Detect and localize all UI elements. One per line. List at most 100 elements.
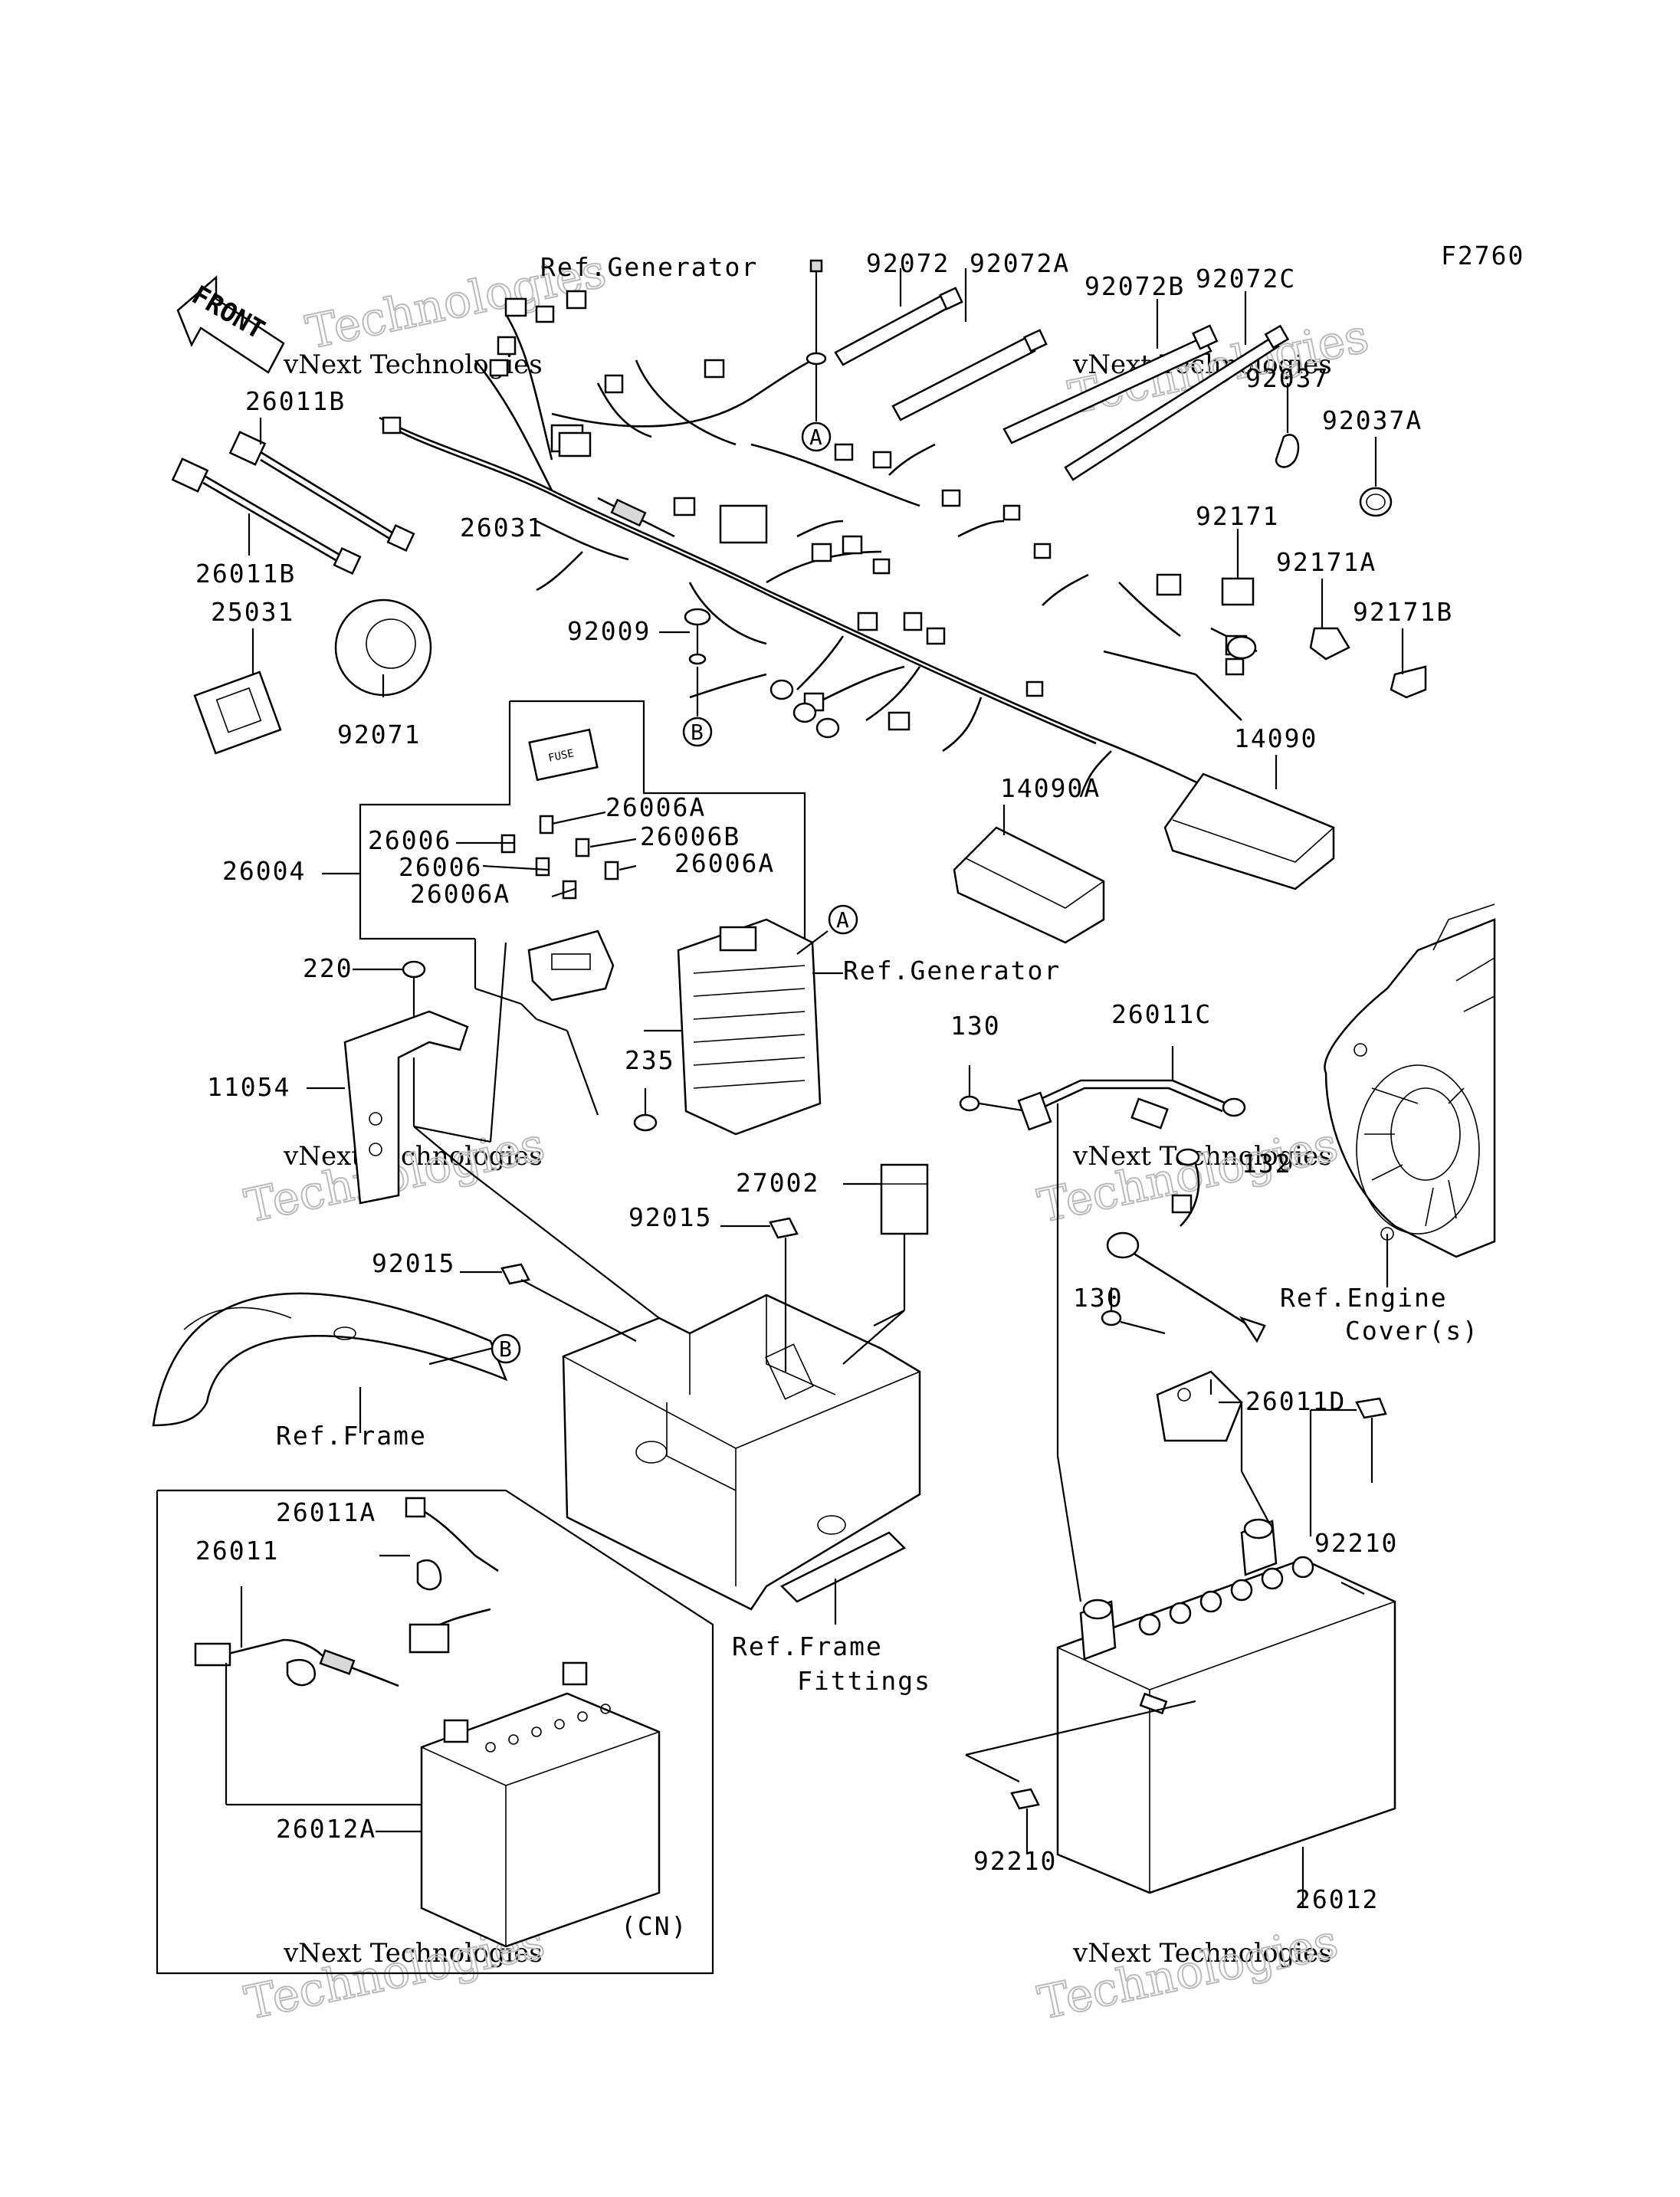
- connector-icon: [872, 558, 891, 575]
- label-92015-left: 92015: [372, 1248, 455, 1278]
- regulator-connector-icon: [719, 926, 757, 952]
- bolt-130-icon: [959, 1095, 980, 1112]
- fuse-cover-text: FUSE: [547, 747, 575, 765]
- connector-icon: [941, 489, 961, 507]
- connector-icon: [382, 416, 402, 434]
- battery-terminal-icon: [562, 1661, 588, 1686]
- watermark-text: Technologies: [1034, 1915, 1343, 2031]
- label-26012A: 26012A: [276, 1814, 376, 1844]
- battery-cell-cap-icon: [1169, 1602, 1192, 1625]
- battery-cell-cap-icon: [1199, 1590, 1222, 1613]
- callout-letter: A: [836, 907, 849, 933]
- washer-icon: [688, 653, 707, 665]
- frame-tube-icon: [152, 1292, 508, 1427]
- cable-tie-92072C-icon: [1064, 336, 1280, 481]
- nut-92210-icon: [1355, 1397, 1387, 1419]
- label-130-mid: 130: [1073, 1283, 1124, 1313]
- label-92072C: 92072C: [1196, 264, 1296, 293]
- label-ref-generator-mid: Ref.Generator: [843, 956, 1061, 985]
- terminal-icon: [333, 546, 362, 575]
- bolt-235-icon: [633, 1113, 658, 1132]
- fuse-holder-icon: [527, 930, 615, 1002]
- label-26011C: 26011C: [1111, 999, 1212, 1029]
- callout-b-mid: [491, 1333, 521, 1364]
- label-26006A-3: 26006A: [410, 879, 510, 909]
- label-26011: 26011: [195, 1536, 279, 1566]
- terminal-icon: [386, 523, 415, 553]
- label-132: 132: [1242, 1149, 1292, 1179]
- connector-icon: [1025, 680, 1044, 697]
- label-26006B: 26006B: [640, 821, 740, 851]
- connector-icon: [888, 711, 911, 731]
- nut-92210-icon: [1010, 1788, 1040, 1810]
- part-labels: Ref.Generator 92072 92072A 92072B 92072C…: [195, 248, 1479, 1941]
- label-92210-right: 92210: [1314, 1528, 1398, 1558]
- terminal-icon: [1017, 1091, 1052, 1131]
- label-ref-engine-cover-2: Cover(s): [1345, 1316, 1479, 1346]
- cn-inset: [156, 1489, 714, 1975]
- terminal-icon: [405, 1497, 426, 1518]
- clamp-92171B-icon: [1390, 665, 1427, 699]
- cover-14090-icon: [1163, 772, 1335, 890]
- label-26006A-1: 26006A: [605, 792, 706, 822]
- leads-26011B: [171, 418, 415, 575]
- fuse-icon: [539, 815, 554, 835]
- connector-icon: [673, 497, 696, 516]
- battery-26012A-icon: [420, 1692, 661, 1948]
- label-26011B-bottom: 26011B: [195, 559, 296, 589]
- label-27002: 27002: [736, 1168, 819, 1198]
- battery-case: [460, 1163, 929, 1625]
- frame-fitting-icon: [779, 1531, 907, 1603]
- connector-icon: [497, 336, 517, 356]
- connector-icon: [704, 359, 725, 379]
- label-ref-frame: Ref.Frame: [276, 1421, 427, 1451]
- battery-cell-cap-icon: [1261, 1567, 1284, 1590]
- right-assembly: [959, 903, 1496, 1908]
- label-14090A: 14090A: [1000, 773, 1101, 803]
- label-ref-frame-fittings-1: Ref.Frame: [732, 1631, 883, 1661]
- fuse-connector-icon: [558, 431, 592, 457]
- label-92009: 92009: [567, 616, 651, 646]
- callout-letter: A: [809, 425, 822, 450]
- fuse-icon: [562, 880, 577, 900]
- terminal-cover-26011D-icon: [1156, 1370, 1243, 1442]
- label-130-top: 130: [950, 1011, 1001, 1041]
- label-92037A: 92037A: [1322, 405, 1422, 435]
- fuse-cover-icon: [528, 728, 599, 782]
- label-92072B: 92072B: [1084, 271, 1185, 301]
- connector-icon: [1002, 504, 1021, 521]
- label-220: 220: [303, 953, 353, 983]
- callout-a-mid: [828, 904, 858, 935]
- terminal-icon: [286, 1658, 317, 1687]
- label-26004: 26004: [222, 856, 306, 886]
- cable-ties: A: [801, 259, 1427, 699]
- connector-icon: [1033, 543, 1052, 559]
- washer-icon: [806, 352, 827, 366]
- label-92171A: 92171A: [1276, 547, 1376, 577]
- label-92171B: 92171B: [1353, 597, 1453, 627]
- connector-icon: [535, 305, 555, 323]
- covers-14090: [953, 755, 1335, 944]
- misc-parts-upper-left: B: [193, 598, 713, 755]
- main-harness-26031: [379, 290, 1258, 798]
- connector-icon: [903, 612, 923, 631]
- figure-code: F2760: [1441, 241, 1524, 271]
- battery-cell-cap-icon: [1291, 1556, 1314, 1579]
- label-92072A: 92072A: [970, 248, 1070, 278]
- connector-icon: [1156, 573, 1182, 596]
- label-235: 235: [625, 1045, 675, 1075]
- connector-icon: [489, 359, 509, 377]
- fuse-icon: [604, 861, 619, 880]
- connector-icon: [504, 297, 527, 317]
- connector-icon: [842, 535, 863, 555]
- label-26012: 26012: [1295, 1884, 1379, 1914]
- label-ref-frame-fittings-2: Fittings: [797, 1666, 931, 1696]
- label-26011B-top: 26011B: [245, 386, 346, 416]
- label-26006-2: 26006: [399, 852, 482, 882]
- connector-icon: [1226, 635, 1257, 660]
- fuse-holder-icon: [319, 1649, 356, 1675]
- connector-icon: [1225, 657, 1245, 676]
- label-26011A: 26011A: [276, 1497, 376, 1527]
- connector-icon: [872, 451, 892, 469]
